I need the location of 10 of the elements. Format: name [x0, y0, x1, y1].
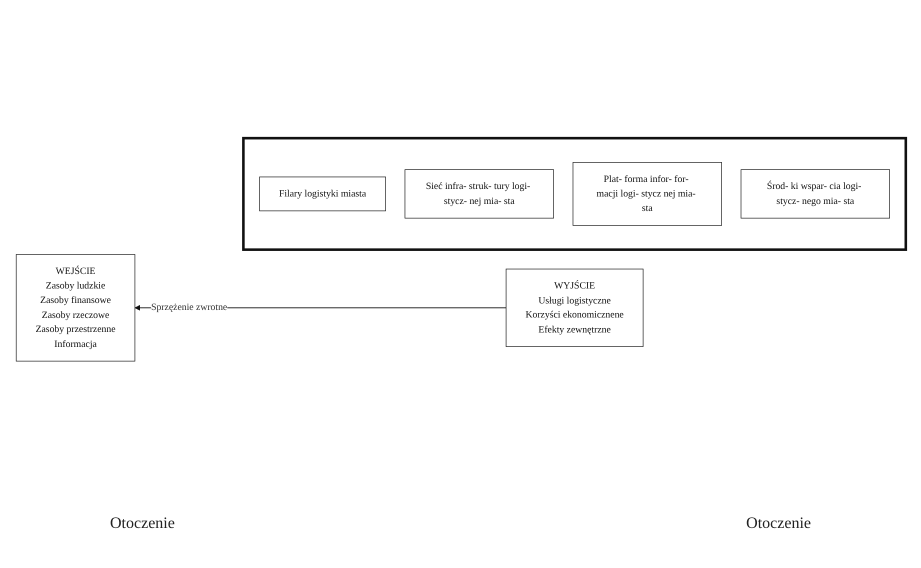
flowchart-drawing: Sprzężenie zwrotne Filary logistyki miasta Sieć infra- struk- tury logi- stycz- nej mia- sta Plat- forma infor- for- macji logi- stycz nej mia- sta Środ- ki wspar- cia logi- stycz- nego mia- sta WEJŚCIE Zasoby ludzkie Zasoby finansowe Zasoby rzeczowe Zasoby przestrzenne Informacja WYJŚCIE Usługi logistyczne Korzyści ekonomicznene Efekty zewnętrzne [10, 133, 910, 367]
cluster [242, 137, 907, 252]
environment-label: Otoczenie [110, 515, 175, 533]
node-box [572, 162, 722, 226]
node-box [505, 269, 643, 348]
node-box [404, 170, 554, 219]
node-box [15, 254, 135, 362]
node-box [740, 170, 890, 219]
node-box [258, 176, 386, 212]
environment-label: Otoczenie [746, 515, 811, 533]
